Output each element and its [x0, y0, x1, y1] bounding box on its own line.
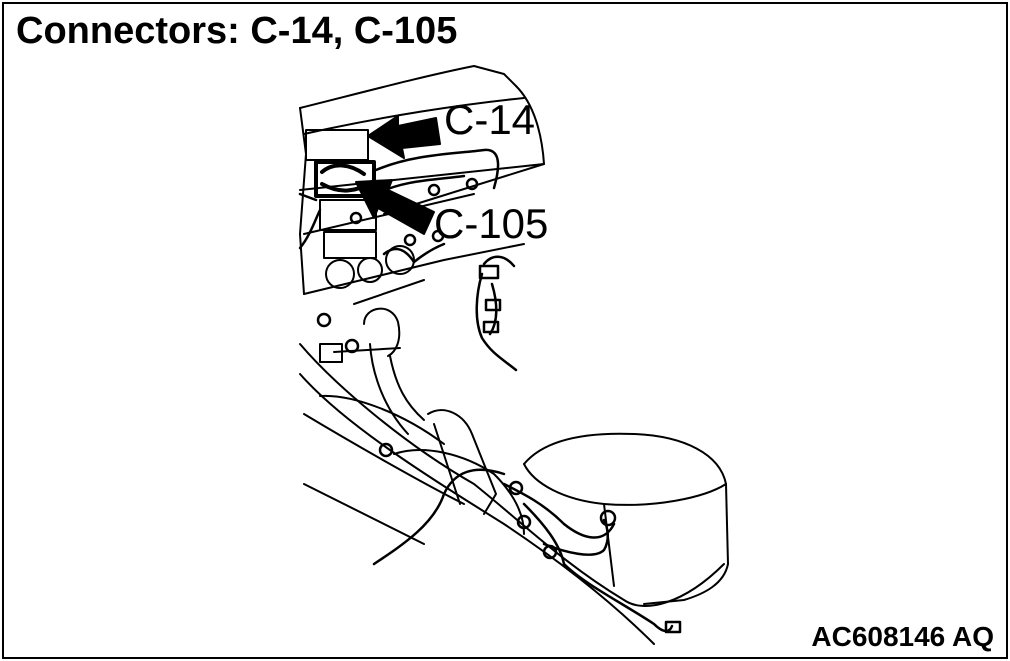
arrow-c105: [355, 179, 435, 235]
dashboard-harness: [298, 148, 518, 372]
callout-arrows: [355, 115, 441, 235]
callout-label-c105: C-105: [434, 200, 549, 247]
arrow-c14: [367, 115, 441, 159]
armrest: [523, 432, 729, 605]
page-title: Connectors: C-14, C-105: [16, 10, 458, 52]
center-console-illustration: [298, 65, 729, 645]
console-harness: [316, 312, 682, 634]
shift-lever: [319, 307, 425, 435]
callout-label-c14: C-14: [444, 96, 536, 143]
figure-id: AC608146 AQ: [811, 621, 994, 652]
